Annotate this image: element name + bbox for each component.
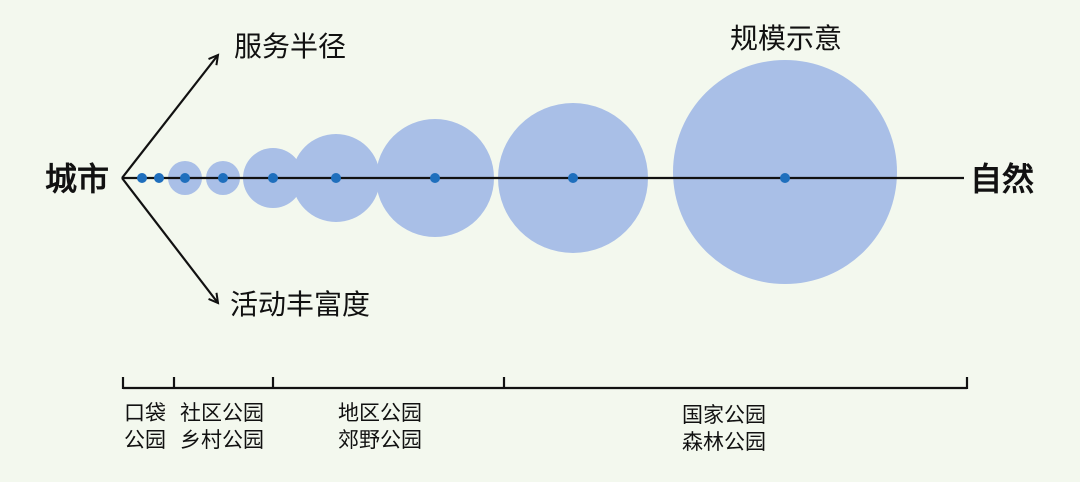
category-label-district-l2: 郊野公园 (338, 428, 422, 452)
category-label-pocket-l2: 公园 (124, 428, 166, 452)
category-label-national-l2: 森林公园 (682, 430, 766, 454)
richness-arrow-label: 活动丰富度 (230, 288, 370, 321)
origin-label: 城市 (45, 160, 109, 198)
richness-arrow (121, 177, 218, 303)
scale-bubbles (168, 60, 897, 284)
category-bracket (121, 377, 969, 390)
bubble (673, 60, 897, 284)
axis-dot (218, 173, 228, 183)
axis-dot (568, 173, 578, 183)
axis-dot (137, 173, 147, 183)
axis-dot (154, 173, 164, 183)
category-label-national-l1: 国家公园 (682, 403, 766, 427)
category-label-community-l1: 社区公园 (180, 401, 264, 425)
axis-dot (430, 173, 440, 183)
radius-arrow-label: 服务半径 (234, 30, 346, 63)
category-label-district-l1: 地区公园 (338, 401, 422, 425)
category-label-community-l2: 乡村公园 (180, 428, 264, 452)
axis-dot (780, 173, 790, 183)
scale-note-label: 规模示意 (730, 22, 842, 55)
category-labels: 口袋 公园 社区公园 乡村公园 地区公园 郊野公园 国家公园 森林公园 (124, 401, 766, 454)
axis-dot (268, 173, 278, 183)
axis-dots (137, 173, 790, 183)
axis-dot (180, 173, 190, 183)
category-label-pocket-l1: 口袋 (124, 401, 166, 425)
radius-arrow (121, 55, 218, 179)
axis-dot (331, 173, 341, 183)
destination-label: 自然 (970, 160, 1034, 198)
